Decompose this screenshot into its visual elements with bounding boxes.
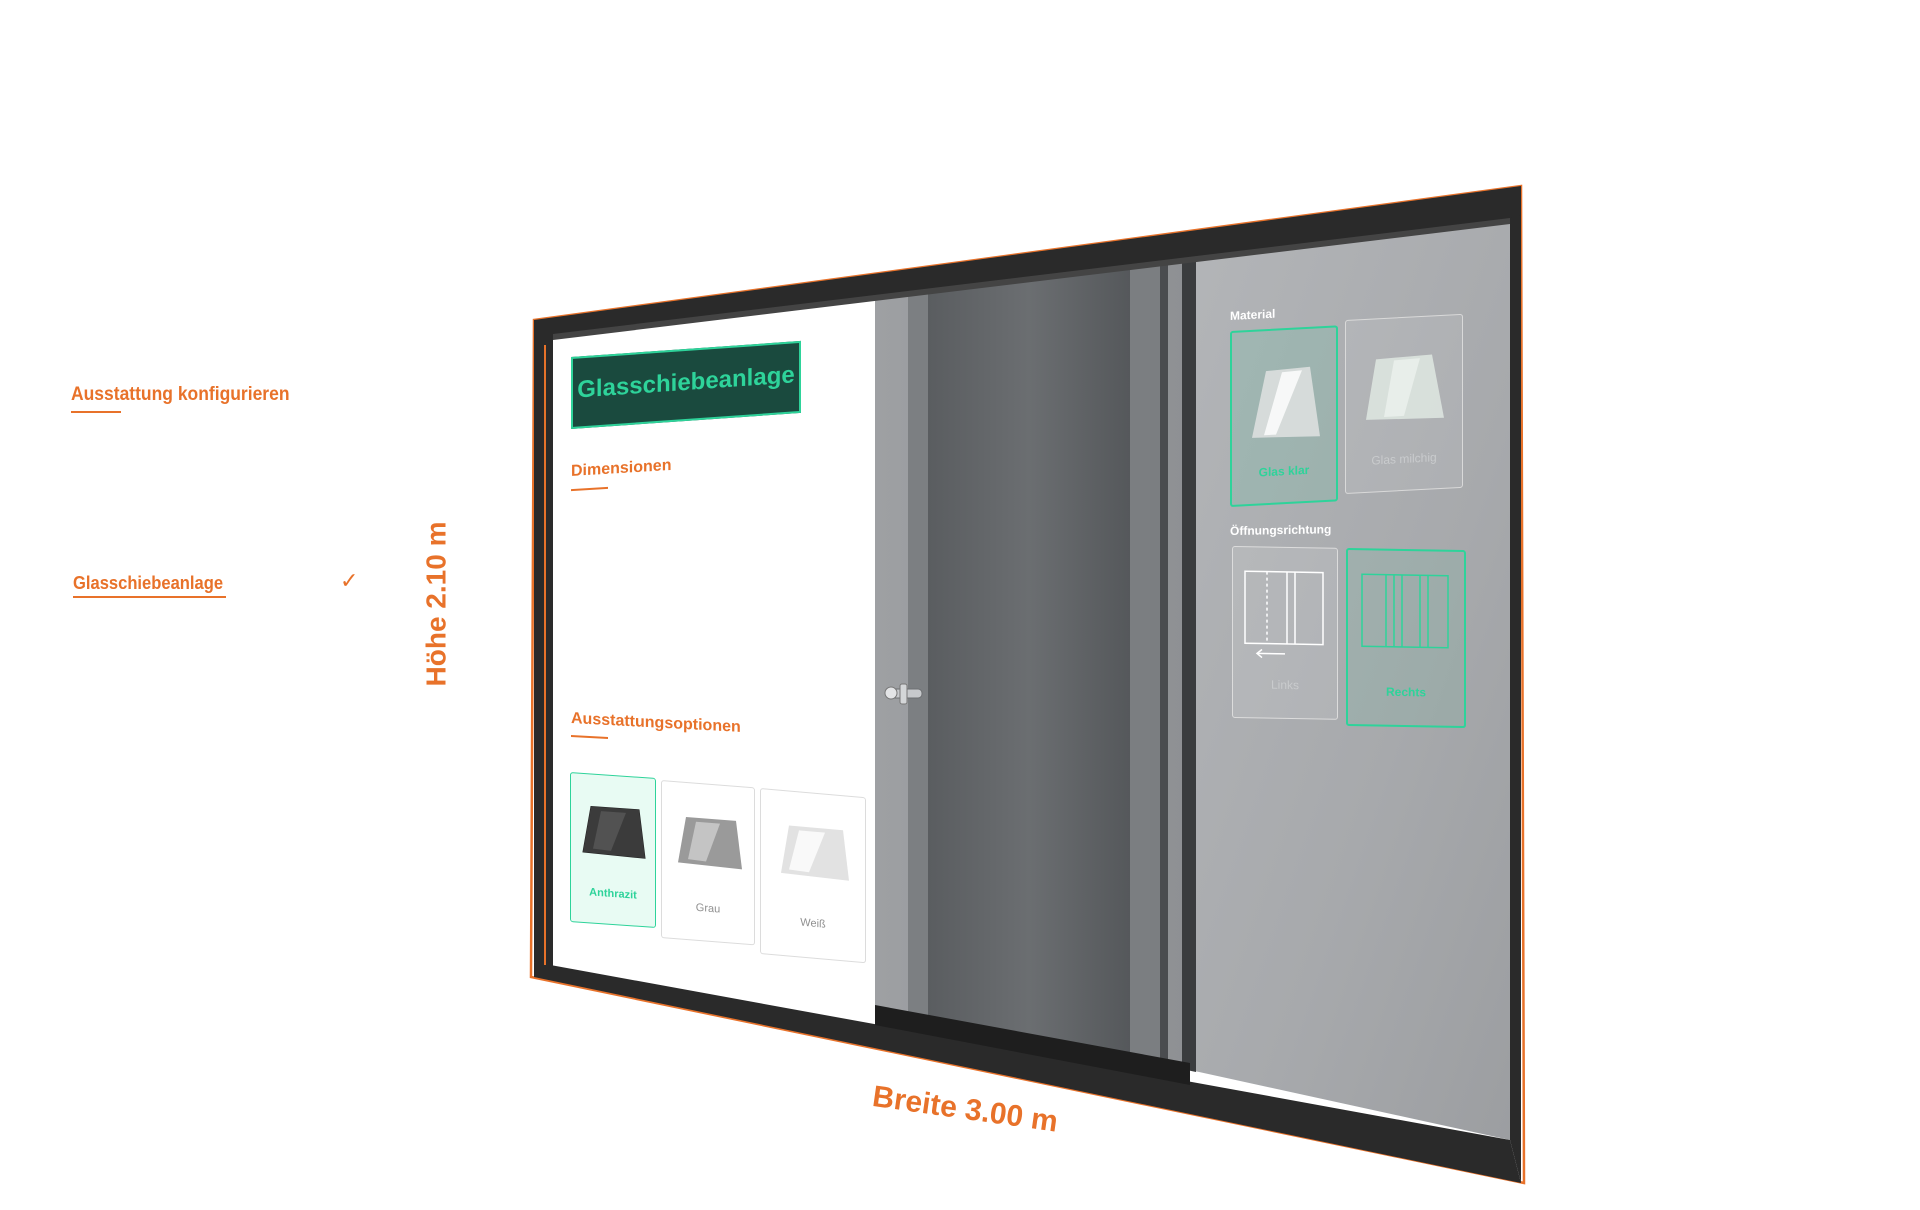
slide-right-icon (1361, 573, 1449, 649)
profile-bar-2 (1182, 257, 1196, 1072)
option-weiss[interactable]: Weiß (760, 788, 866, 964)
sidebar-item-underline (73, 596, 226, 598)
swatch-anthrazit-icon (582, 805, 646, 859)
sliding-door (928, 266, 1130, 1058)
top-rail (534, 186, 1521, 338)
door-edge-left (908, 292, 928, 1018)
opening-heading: Öffnungsrichtung (1230, 522, 1332, 538)
bottom-rail (534, 962, 1521, 1183)
right-glass-panel (1190, 220, 1510, 1140)
glass-clear-icon (1252, 366, 1320, 438)
profile-bar (1160, 261, 1168, 1066)
sidebar-item-glasschiebeanlage[interactable]: Glasschiebeanlage (73, 573, 224, 593)
swatch-weiss-icon (781, 825, 849, 881)
sidebar-title-underline (71, 411, 121, 413)
material-label: Glas milchig (1371, 450, 1437, 468)
slide-left-icon (1244, 570, 1324, 659)
material-glas-milchig[interactable]: Glas milchig (1345, 313, 1463, 494)
material-heading: Material (1230, 306, 1276, 323)
direction-rechts[interactable]: Rechts (1346, 548, 1466, 729)
swatch-grau-icon (678, 816, 742, 870)
option-label: Grau (695, 901, 721, 916)
left-frame (534, 320, 553, 972)
right-frame (1510, 215, 1521, 1183)
direction-label: Links (1270, 677, 1299, 693)
direction-links[interactable]: Links (1232, 546, 1338, 720)
option-anthrazit[interactable]: Anthrazit (570, 772, 656, 929)
direction-label: Rechts (1385, 684, 1426, 700)
sidebar-title: Ausstattung konfigurieren (71, 384, 290, 405)
option-label: Anthrazit (589, 886, 637, 902)
check-icon: ✓ (340, 568, 359, 593)
material-glas-klar[interactable]: Glas klar (1230, 325, 1338, 507)
option-label: Weiß (800, 916, 826, 931)
height-dimension-label: Höhe 2.10 m (420, 521, 452, 687)
panel-title: Glasschiebeanlage (577, 361, 795, 404)
glass-frosted-icon (1366, 354, 1444, 420)
option-grau[interactable]: Grau (661, 780, 755, 946)
material-label: Glas klar (1258, 462, 1310, 480)
door-edge-right (1130, 262, 1160, 1064)
